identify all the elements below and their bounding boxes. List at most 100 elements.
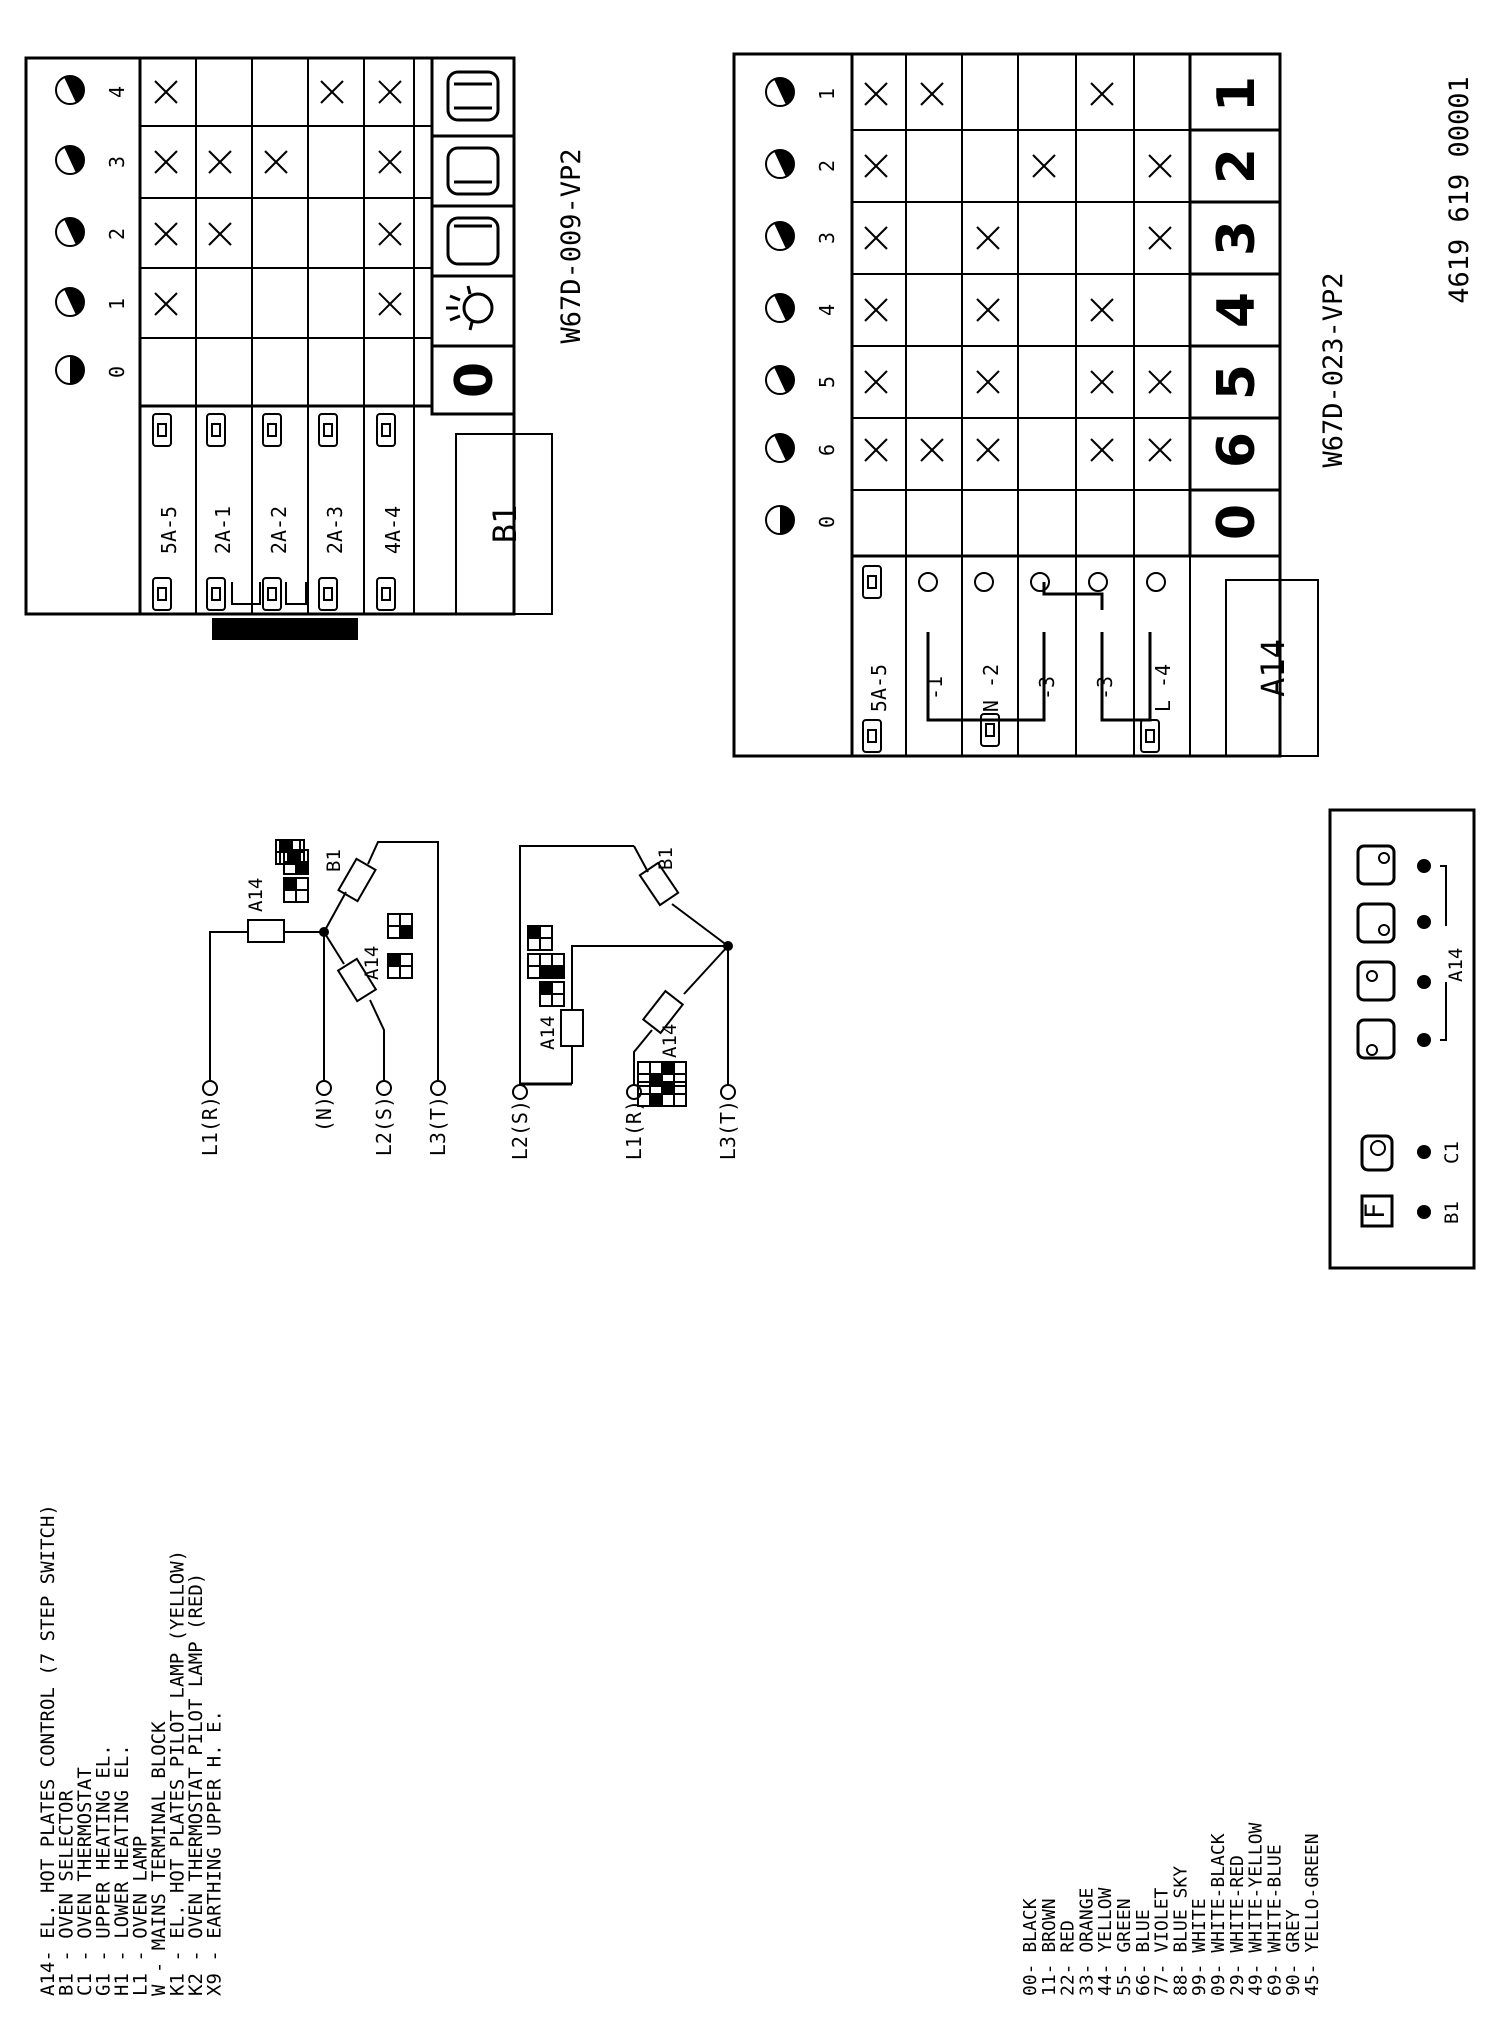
panel-knob-dots bbox=[1417, 859, 1431, 1219]
resistor-a14-bottom-2 bbox=[641, 989, 685, 1035]
b1-mark-4-4 bbox=[378, 80, 402, 104]
b1-position-2: 2 bbox=[105, 228, 129, 240]
b1-position-3: 3 bbox=[105, 156, 129, 168]
b1-part-label-box bbox=[455, 433, 553, 615]
switch-b1-position-numbers: 0 1 2 3 4 bbox=[55, 72, 129, 385]
terminal-top-3: L3(T) bbox=[426, 1096, 450, 1156]
b1-contact-5A-5: 5A-5 bbox=[157, 506, 181, 554]
thermostat-knob-icon bbox=[1360, 1134, 1394, 1172]
b1-contact-4A-4: 4A-4 bbox=[381, 506, 405, 554]
function-box-icon bbox=[1360, 1194, 1394, 1228]
b1-mark-0-1 bbox=[154, 292, 178, 316]
legend-line-7: K1 - EL. HOT PLATES PILOT LAMP (YELLOW) bbox=[167, 1550, 189, 1996]
legend-line-8: K2 - OVEN THERMOSTAT PILOT LAMP (RED) bbox=[185, 1573, 207, 1996]
legend-line-6: W - MAINS TERMINAL BLOCK bbox=[148, 1721, 170, 1996]
color-code-8: 88- BLUE SKY bbox=[1170, 1866, 1191, 1996]
switch-b1-contact-marks bbox=[154, 80, 402, 316]
a14-mark-0-3 bbox=[864, 298, 888, 322]
legend-line-2: C1 - OVEN THERMOSTAT bbox=[74, 1767, 96, 1996]
a14-step-number-5: 5 bbox=[1207, 364, 1267, 400]
a14-mark-5-1 bbox=[1148, 438, 1172, 462]
a14-step-number-6: 6 bbox=[1207, 432, 1267, 468]
b1-mark-1-3 bbox=[208, 150, 232, 174]
b1-part-label: B1 bbox=[486, 505, 524, 544]
legend-line-5: L1 - OVEN LAMP bbox=[130, 1836, 152, 1996]
a14-mark-4-2 bbox=[1090, 370, 1114, 394]
a14-step-number-4: 4 bbox=[1207, 292, 1267, 328]
b1-position-4: 4 bbox=[105, 86, 129, 98]
color-code-12: 49- WHITE-YELLOW bbox=[1246, 1822, 1267, 1996]
switch-a14-grid-lines bbox=[850, 54, 1191, 756]
color-code-1: 11- BROWN bbox=[1039, 1898, 1060, 1996]
a14-mark-1-6 bbox=[920, 82, 944, 106]
legend-line-9: X9 - EARTHING UPPER H. E. bbox=[204, 1710, 226, 1996]
resistor-a14-bottom-1 bbox=[560, 1009, 584, 1047]
control-panel: F B1 C1 A14 bbox=[1328, 808, 1476, 1270]
terminal-bottom-0: L2(S) bbox=[508, 1100, 532, 1160]
b1-position-0: 0 bbox=[105, 366, 129, 378]
a14-mark-4-3 bbox=[1090, 298, 1114, 322]
color-code-15: 45- YELLO-GREEN bbox=[1302, 1833, 1323, 1996]
b1-position-1: 1 bbox=[105, 298, 129, 310]
a14-position-2: 2 bbox=[815, 160, 839, 172]
label-resistor-b1: B1 bbox=[323, 849, 345, 872]
b1-mark-0-2 bbox=[154, 222, 178, 246]
b1-contact-2A-1: 2A-1 bbox=[211, 506, 235, 554]
color-code-7: 77- VIOLET bbox=[1152, 1887, 1173, 1996]
document-number: 4619 619 00001 bbox=[1444, 76, 1475, 304]
a14-contact-row-4: -3 bbox=[1093, 676, 1117, 700]
switch-a14-contact-marks bbox=[864, 82, 1172, 462]
a14-step-number-0: 0 bbox=[1207, 504, 1267, 540]
b1-mark-4-1 bbox=[378, 292, 402, 316]
a14-mark-2-3 bbox=[976, 298, 1000, 322]
panel-label-a14: A14 bbox=[1445, 948, 1467, 982]
a14-mark-5-5 bbox=[1148, 154, 1172, 178]
a14-mark-5-4 bbox=[1148, 226, 1172, 250]
a14-mark-0-1 bbox=[864, 438, 888, 462]
color-code-13: 69- WHITE-BLUE bbox=[1264, 1844, 1285, 1996]
a14-position-6: 6 bbox=[815, 444, 839, 456]
b1-mark-0-3 bbox=[154, 150, 178, 174]
label-resistor-a14-2: A14 bbox=[361, 946, 383, 980]
a14-switch-code: W67D-023-VP2 bbox=[1318, 272, 1349, 467]
color-code-11: 29- WHITE-RED bbox=[1227, 1855, 1248, 1996]
a14-mark-5-2 bbox=[1148, 370, 1172, 394]
a14-contact-row-5: L -4 bbox=[1151, 664, 1175, 712]
b1-contact-2A-3: 2A-3 bbox=[323, 506, 347, 554]
resistor-b1-bottom bbox=[638, 861, 680, 907]
color-code-4: 44- YELLOW bbox=[1095, 1887, 1116, 1996]
label-resistor-a14-1: A14 bbox=[245, 878, 267, 912]
color-code-3: 33- ORANGE bbox=[1076, 1888, 1097, 1996]
color-code-0: 00- BLACK bbox=[1020, 1898, 1041, 1996]
b1-symbol-cell-4 bbox=[430, 56, 516, 138]
terminal-bottom-1: L1(R) bbox=[622, 1100, 646, 1160]
resistor-a14-2 bbox=[336, 957, 378, 1003]
b1-mark-4-3 bbox=[378, 150, 402, 174]
b1-lamp-symbol-cell bbox=[430, 274, 516, 348]
terminal-top-0: L1(R) bbox=[198, 1096, 222, 1156]
legend-line-1: B1 - OVEN SELECTOR bbox=[56, 1790, 78, 1996]
a14-position-5: 5 bbox=[815, 376, 839, 388]
black-bar-marker bbox=[212, 618, 358, 640]
a14-mark-0-5 bbox=[864, 154, 888, 178]
legend-line-4: H1 - LOWER HEATING EL. bbox=[111, 1744, 133, 1996]
a14-contact-row-2: N -2 bbox=[979, 664, 1003, 712]
a14-mark-2-2 bbox=[976, 370, 1000, 394]
b1-mark-3-4 bbox=[320, 80, 344, 104]
a14-mark-2-4 bbox=[976, 226, 1000, 250]
switch-b1-grid-lines bbox=[138, 58, 432, 614]
a14-contact-row-3: -3 bbox=[1035, 676, 1059, 700]
label-bottom-resistor-a14-1: A14 bbox=[537, 1016, 559, 1050]
color-code-5: 55- GREEN bbox=[1114, 1898, 1135, 1996]
b1-switch-code: W67D-009-VP2 bbox=[556, 148, 587, 343]
color-code-10: 09- WHITE-BLACK bbox=[1208, 1833, 1229, 1996]
resistor-b1 bbox=[337, 857, 377, 903]
a14-position-3: 3 bbox=[815, 232, 839, 244]
switch-a14-terminal-rings bbox=[862, 565, 1166, 753]
